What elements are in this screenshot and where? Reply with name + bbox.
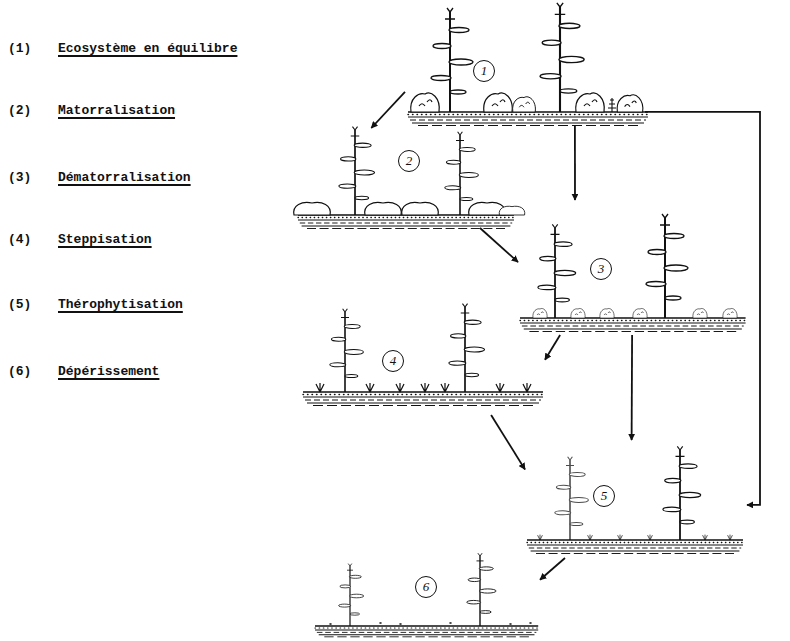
callout-number: 2 [398,150,420,172]
vegetation-stage: 5 [525,440,747,558]
stage-title: Matorralisation [58,103,175,118]
label-slot: (4) [8,229,31,247]
callout-number: 5 [593,485,615,507]
label-slot: (3) [8,167,31,185]
succession-arrow [631,335,633,440]
succession-arrow [574,126,576,200]
label-slot: Matorralisation [58,100,175,118]
stage-number: (2) [8,103,31,118]
stage-title: Dépérissement [58,364,159,379]
stage-number: (4) [8,232,31,247]
succession-arrow [371,92,405,128]
scene-balanced [408,3,648,126]
stage-title: Ecosystème en équilibre [58,41,237,56]
succession-arrow [480,228,518,262]
scene-dematorral [520,214,746,332]
succession-arrow [645,112,760,505]
label-slot: (5) [8,294,31,312]
stage-number: (5) [8,297,31,312]
scene-matorral [294,127,525,229]
label-slot: (2) [8,100,31,118]
callout-number: 1 [473,60,495,82]
callout-number: 4 [382,350,404,372]
vegetation-stage: 4 [300,335,545,415]
vegetation-stage: 2 [296,128,511,228]
stage-title: Dématorralisation [58,170,191,185]
scene-steppe [303,304,543,406]
label-slot: Ecosystème en équilibre [58,38,237,56]
succession-arrow [545,335,560,360]
label-slot: (6) [8,361,31,379]
vegetation-stage: 6 [312,548,540,636]
stage-title: Thérophytisation [58,297,183,312]
label-slot: Dématorralisation [58,167,191,185]
label-slot: Steppisation [58,229,152,247]
vegetation-stage: 1 [405,8,645,126]
scene-dieback [315,553,538,637]
succession-arrow [491,415,525,470]
stage-number: (6) [8,364,31,379]
label-slot: (1) [8,38,31,56]
stage-number: (3) [8,170,31,185]
scene-therophyte [527,446,743,553]
vegetation-stage: 3 [518,200,748,335]
label-slot: Dépérissement [58,361,159,379]
callout-number: 6 [415,576,437,598]
stage-title: Steppisation [58,232,152,247]
callout-number: 3 [590,258,612,280]
label-slot: Thérophytisation [58,294,183,312]
succession-arrow [540,558,565,580]
stage-number: (1) [8,41,31,56]
